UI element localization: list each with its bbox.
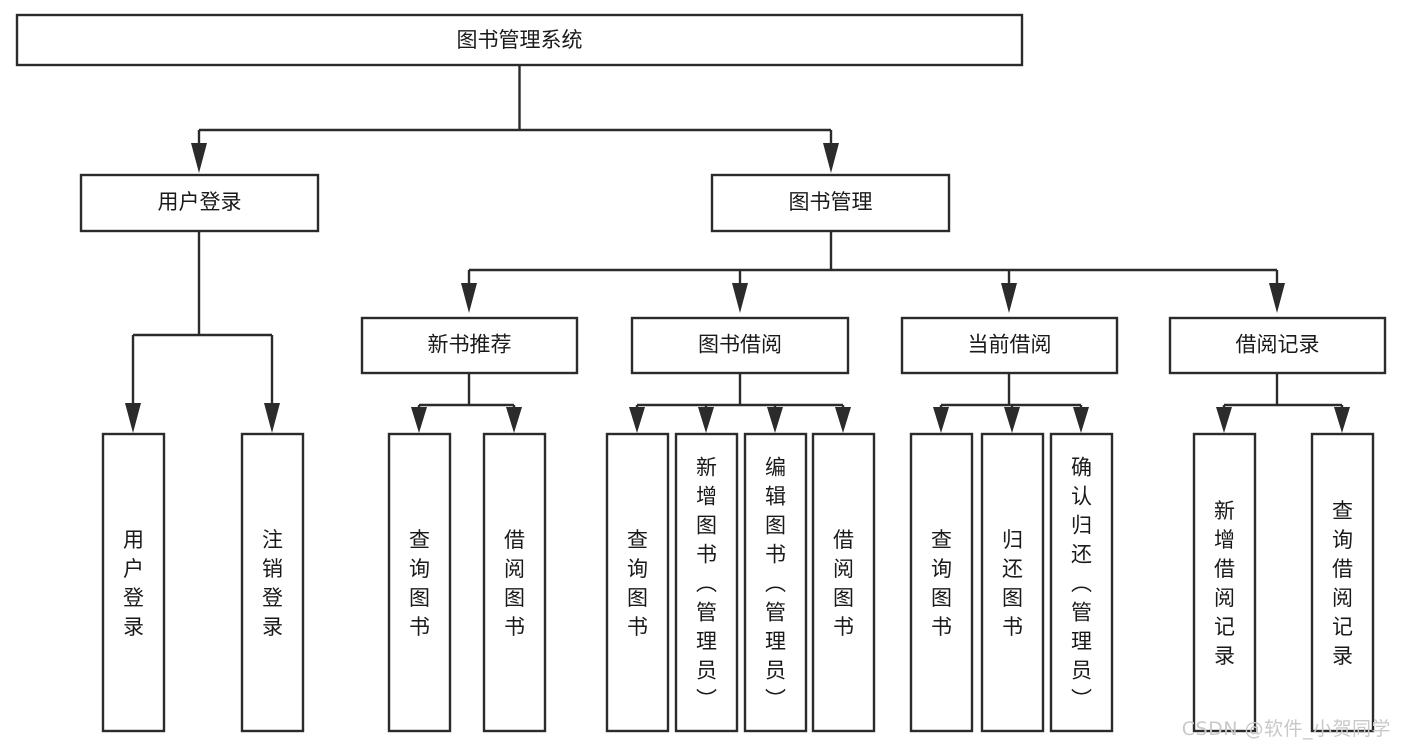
leaf-confirm-return-label: 确认归还︵管理员︶	[1071, 456, 1092, 712]
arrow-head-leaf-edit-book	[767, 407, 783, 433]
leaf-borrow-book-1[interactable]: 借阅图书	[482, 432, 547, 733]
leaf-query-book-3-label: 查询图书	[931, 528, 952, 639]
leaf-logout[interactable]: 注销登录	[240, 432, 305, 733]
node-root-box[interactable]	[15, 13, 1024, 67]
arrow-head-leaf-query-book-2	[629, 407, 645, 433]
node-root[interactable]: 图书管理系统	[15, 13, 1024, 67]
leaf-borrow-book-1-box[interactable]	[482, 432, 547, 733]
node-new-book-rec-box[interactable]	[360, 316, 579, 375]
leaf-borrow-book-1-label: 借阅图书	[504, 528, 525, 639]
leaf-confirm-return[interactable]: 确认归还︵管理员︶	[1049, 432, 1114, 733]
leaf-user-login[interactable]: 用户登录	[101, 432, 166, 733]
leaf-query-book-3[interactable]: 查询图书	[909, 432, 974, 733]
leaf-add-book-label: 新增图书︵管理员︶	[696, 456, 717, 712]
arrow-head-leaf-borrow-book-1	[506, 407, 522, 433]
arrow-head-leaf-query-book-3	[933, 407, 949, 433]
leaf-borrow-book-2-label: 借阅图书	[833, 528, 854, 639]
leaf-add-book-box[interactable]	[674, 432, 739, 733]
connector-group-user-login	[125, 231, 280, 433]
leaf-query-book-2-box[interactable]	[605, 432, 670, 733]
leaf-user-login-label: 用户登录	[123, 528, 144, 639]
leaf-borrow-book-2-box[interactable]	[811, 432, 876, 733]
leaf-edit-book[interactable]: 编辑图书︵管理员︶	[743, 432, 808, 733]
node-book-borrow[interactable]: 图书借阅	[630, 316, 850, 375]
arrow-head-book-manage	[823, 143, 839, 173]
node-current-borrow-label: 当前借阅	[968, 333, 1052, 357]
arrow-head-leaf-query-record	[1334, 407, 1350, 433]
leaf-logout-label: 注销登录	[262, 528, 283, 639]
arrow-head-leaf-return-book	[1004, 407, 1020, 433]
arrow-head-leaf-logout	[264, 403, 280, 433]
leaf-confirm-return-box[interactable]	[1049, 432, 1114, 733]
arrow-head-borrow-record	[1269, 283, 1285, 313]
connector-group-new-book-rec	[411, 373, 522, 433]
leaf-edit-book-box[interactable]	[743, 432, 808, 733]
leaf-query-book-3-box[interactable]	[909, 432, 974, 733]
arrow-head-leaf-borrow-book-2	[835, 407, 851, 433]
arrow-head-leaf-add-book	[698, 407, 714, 433]
arrow-head-current-borrow	[1001, 283, 1017, 313]
node-book-manage-label: 图书管理	[789, 190, 873, 214]
leaf-return-book-box[interactable]	[980, 432, 1045, 733]
leaf-query-book-1-label: 查询图书	[409, 528, 430, 639]
arrow-head-new-book-rec	[461, 283, 477, 313]
node-borrow-record[interactable]: 借阅记录	[1168, 316, 1387, 375]
node-book-manage-box[interactable]	[710, 173, 951, 233]
node-book-manage[interactable]: 图书管理	[710, 173, 951, 233]
leaf-add-record[interactable]: 新增借阅记录	[1192, 432, 1257, 733]
connector-group-root	[191, 65, 839, 173]
leaf-query-book-2[interactable]: 查询图书	[605, 432, 670, 733]
arrow-head-leaf-query-book-1	[411, 407, 427, 433]
leaf-query-record-label: 查询借阅记录	[1332, 499, 1353, 668]
connector-group-book-manage	[461, 231, 1285, 313]
node-borrow-record-label: 借阅记录	[1236, 333, 1320, 357]
connector-group-book-borrow	[629, 373, 851, 433]
node-current-borrow[interactable]: 当前借阅	[900, 316, 1119, 375]
connector-group-current-borrow	[933, 373, 1089, 433]
leaf-query-book-2-label: 查询图书	[627, 528, 648, 639]
arrow-head-user-login	[191, 143, 207, 173]
leaf-user-login-box[interactable]	[101, 432, 166, 733]
leaf-add-book[interactable]: 新增图书︵管理员︶	[674, 432, 739, 733]
node-user-login-label: 用户登录	[158, 190, 242, 214]
leaf-add-record-box[interactable]	[1192, 432, 1257, 733]
arrow-head-leaf-user-login	[125, 403, 141, 433]
leaf-return-book[interactable]: 归还图书	[980, 432, 1045, 733]
node-root-label: 图书管理系统	[457, 28, 583, 52]
leaf-query-book-1-box[interactable]	[387, 432, 452, 733]
leaf-add-record-label: 新增借阅记录	[1214, 499, 1235, 668]
node-user-login[interactable]: 用户登录	[79, 173, 320, 233]
leaf-logout-box[interactable]	[240, 432, 305, 733]
leaf-query-record-box[interactable]	[1310, 432, 1375, 733]
leaf-edit-book-label: 编辑图书︵管理员︶	[765, 456, 786, 712]
leaf-return-book-label: 归还图书	[1002, 528, 1023, 639]
leaf-query-book-1[interactable]: 查询图书	[387, 432, 452, 733]
leaf-query-record[interactable]: 查询借阅记录	[1310, 432, 1375, 733]
arrow-head-leaf-confirm-return	[1073, 407, 1089, 433]
node-user-login-box[interactable]	[79, 173, 320, 233]
connector-group-borrow-record	[1216, 373, 1350, 433]
node-new-book-rec[interactable]: 新书推荐	[360, 316, 579, 375]
arrow-head-book-borrow	[732, 283, 748, 313]
node-borrow-record-box[interactable]	[1168, 316, 1387, 375]
csdn-watermark: CSDN @软件_小贺同学	[1181, 718, 1391, 740]
leaf-borrow-book-2[interactable]: 借阅图书	[811, 432, 876, 733]
node-current-borrow-box[interactable]	[900, 316, 1119, 375]
node-new-book-rec-label: 新书推荐	[428, 333, 512, 357]
node-book-borrow-box[interactable]	[630, 316, 850, 375]
arrow-head-leaf-add-record	[1216, 407, 1232, 433]
node-book-borrow-label: 图书借阅	[698, 333, 782, 357]
